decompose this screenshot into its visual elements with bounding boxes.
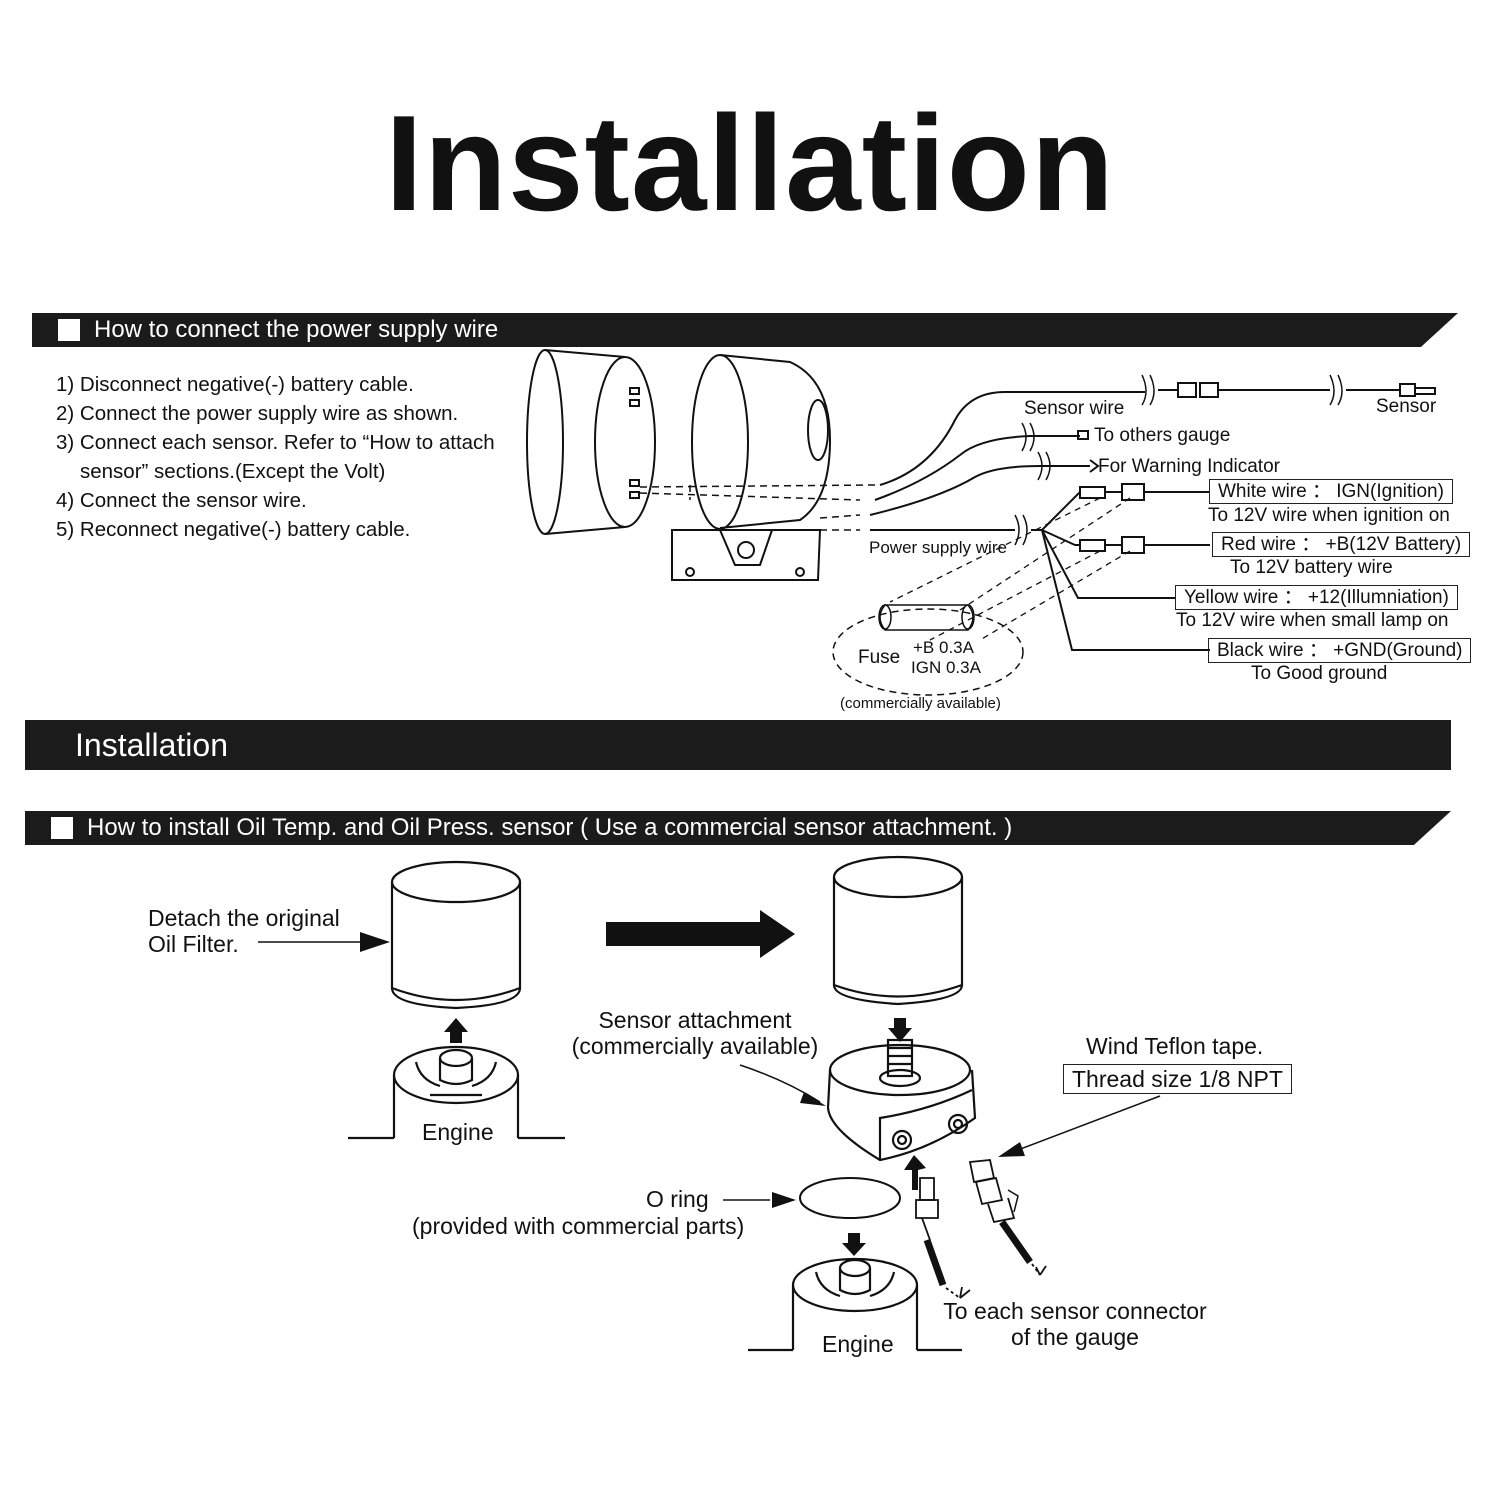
step-item-continuation: sensor” sections.(Except the Volt): [80, 460, 386, 483]
engine-left-label: Engine: [422, 1119, 494, 1145]
sensor-connector-line2: of the gauge: [1011, 1324, 1139, 1351]
to-others-gauge-label: To others gauge: [1094, 425, 1231, 446]
white-wire-note: To 12V wire when ignition on: [1208, 505, 1450, 526]
detach-filter-line2: Oil Filter.: [148, 931, 239, 958]
installation-band: Installation: [25, 720, 1451, 770]
o-ring-icon: [799, 1177, 901, 1219]
power-supply-wire-label: Power supply wire: [869, 538, 1007, 557]
section-header-power-supply: How to connect the power supply wire: [32, 313, 1458, 347]
oil-temp-sensor-icon: [915, 1177, 971, 1299]
yellow-wire-note: To 12V wire when small lamp on: [1176, 610, 1449, 631]
step-item: 5) Reconnect negative(-) battery cable.: [56, 518, 411, 541]
sensor-connector-line1: To each sensor connector: [943, 1298, 1207, 1324]
white-wire-label: White wire ： IGN(Ignition): [1209, 479, 1453, 504]
section-header-label: How to install Oil Temp. and Oil Press. …: [87, 814, 1013, 841]
fuse-ign-rating: IGN 0.3A: [911, 658, 981, 677]
gauge-front-icon: [526, 349, 656, 535]
red-wire-label: Red wire ： +B(12V Battery): [1212, 532, 1471, 557]
oil-filter-right-icon: [832, 855, 964, 1006]
sensor-wire-label: Sensor wire: [1024, 398, 1125, 419]
sensor-connector-label: To each sensor connector of the gauge: [930, 1298, 1220, 1351]
sensor-attachment-line1: Sensor attachment: [598, 1007, 792, 1033]
section-header-oil-sensor: How to install Oil Temp. and Oil Press. …: [25, 811, 1451, 845]
fuse-b-rating: +B 0.3A: [913, 638, 974, 657]
checkbox-square-icon: [51, 817, 73, 839]
sensor-wire: [879, 391, 1145, 486]
red-wire-note: To 12V battery wire: [1230, 557, 1393, 578]
fuse-availability-note: (commercially available): [840, 695, 1001, 712]
checkbox-square-icon: [58, 319, 80, 341]
teflon-tape-label: Wind Teflon tape.: [1086, 1033, 1264, 1059]
section-header-label: How to connect the power supply wire: [94, 316, 499, 343]
page-title: Installation: [385, 87, 1115, 239]
gauge-pod-icon: [671, 354, 832, 581]
engine-mount-right-icon: [748, 1257, 962, 1352]
sensor-attachment-icon: [826, 1038, 977, 1162]
oil-filter-left-icon: [390, 860, 522, 1010]
detach-filter-line1: Detach the original: [148, 905, 340, 931]
yellow-wire-label: Yellow wire ： +12(Illumniation): [1175, 585, 1458, 610]
step-item: 3) Connect each sensor. Refer to “How to…: [56, 431, 495, 454]
oil-press-sensor-icon: [968, 1159, 1047, 1276]
detach-filter-label: Detach the original Oil Filter.: [148, 905, 340, 958]
sensor-attachment-line2: (commercially available): [571, 1033, 819, 1060]
thread-size-label: Thread size 1/8 NPT: [1063, 1064, 1292, 1095]
sensor-attachment-label: Sensor attachment (commercially availabl…: [560, 1007, 830, 1060]
black-wire-note: To Good ground: [1251, 663, 1388, 684]
sensor-label: Sensor: [1376, 396, 1437, 417]
installation-band-label: Installation: [75, 726, 228, 763]
power-supply-steps-list: 1) Disconnect negative(-) battery cable.…: [56, 370, 526, 544]
step-item: 2) Connect the power supply wire as show…: [56, 402, 459, 425]
engine-right-label: Engine: [822, 1331, 894, 1357]
engine-mount-left-icon: [348, 1045, 565, 1140]
step-item: 1) Disconnect negative(-) battery cable.: [56, 373, 414, 396]
o-ring-note: (provided with commercial parts): [412, 1213, 745, 1239]
o-ring-label: O ring: [646, 1186, 709, 1212]
warning-indicator-label: For Warning Indicator: [1098, 456, 1280, 477]
black-wire-label: Black wire ： +GND(Ground): [1208, 638, 1472, 663]
step-item: 4) Connect the sensor wire.: [56, 489, 307, 512]
fuse-label: Fuse: [858, 647, 901, 668]
